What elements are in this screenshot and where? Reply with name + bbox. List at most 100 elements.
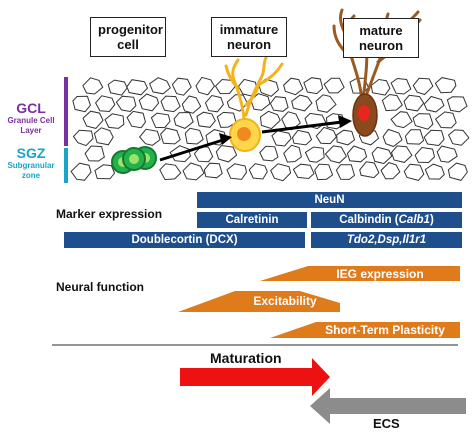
granule-cell — [335, 164, 356, 180]
granule-cell — [412, 77, 434, 96]
granule-cell — [159, 163, 182, 181]
granule-cell — [82, 110, 104, 129]
excitability-shape-main — [178, 291, 340, 312]
granule-cell — [72, 129, 94, 147]
maturation-arrow — [180, 358, 330, 396]
granule-cell — [336, 129, 356, 146]
granule-cell — [271, 130, 292, 147]
granule-cell — [424, 163, 445, 180]
genes-bar: Tdo2,Dsp,Il1r1 — [311, 232, 462, 248]
granule-cell — [148, 77, 171, 95]
granule-cell — [173, 111, 194, 129]
granule-cell — [403, 163, 425, 181]
granule-cell — [259, 145, 279, 162]
granule-cell — [94, 95, 116, 113]
granule-cell — [380, 162, 401, 180]
granule-cell — [237, 78, 258, 97]
transition-arrows — [159, 115, 352, 162]
sgz-full-1: Subgranular — [7, 161, 55, 170]
granule-cell — [126, 79, 149, 96]
stp-shape — [270, 322, 460, 338]
ieg-expression-shape — [260, 266, 460, 281]
granule-cell — [414, 146, 436, 164]
granule-cell — [84, 145, 105, 162]
granule-cell — [160, 95, 181, 113]
granule-cell — [446, 96, 468, 113]
granule-cell — [315, 94, 337, 113]
granule-cell — [138, 128, 161, 146]
granule-cell — [390, 145, 413, 163]
granule-cell — [412, 113, 434, 130]
granule-cell — [259, 110, 281, 130]
ieg-expression-label: IEG expression — [336, 267, 424, 281]
granule-cell — [226, 163, 248, 180]
gcl-bar — [64, 77, 68, 146]
granule-cell — [115, 95, 137, 113]
granule-cell — [82, 77, 104, 95]
immature-neuron — [229, 118, 261, 152]
granule-cell — [359, 161, 380, 179]
calbindin-suffix: ) — [429, 214, 434, 226]
granule-cell — [215, 144, 238, 163]
sgz-bar — [64, 148, 68, 183]
granule-cell — [291, 129, 313, 146]
mature-label: mature neuron — [358, 23, 404, 53]
granule-cell — [182, 162, 205, 181]
granule-cell — [138, 93, 160, 112]
granule-cell — [292, 163, 315, 180]
excitability-label: Excitability — [253, 294, 317, 308]
granule-cell — [447, 162, 468, 181]
granule-cell — [291, 94, 313, 112]
progenitor-label: progenitor cell — [98, 22, 163, 52]
granule-cell — [370, 78, 391, 96]
granule-cell — [269, 96, 289, 112]
calbindin-prefix: Calbindin ( — [339, 214, 399, 226]
granule-cell — [104, 113, 125, 129]
granule-cell — [382, 128, 403, 148]
granule-cell — [193, 145, 214, 163]
granule-cell — [304, 146, 325, 163]
maturation-label: Maturation — [210, 350, 282, 366]
granule-cell — [314, 163, 334, 181]
granule-cell — [171, 77, 192, 96]
granule-cell — [226, 94, 248, 112]
sgz-full-2: zone — [21, 171, 41, 180]
granule-cell — [93, 127, 114, 146]
stp-label: Short-Term Plasticity — [325, 323, 445, 337]
granule-cell — [248, 163, 268, 180]
granule-cell — [323, 77, 345, 94]
marker-expression-label: Marker expression — [56, 207, 163, 221]
ecs-label: ECS — [373, 416, 400, 431]
granule-cell — [423, 129, 445, 147]
granule-cell — [216, 111, 237, 128]
granule-cell — [184, 127, 204, 145]
granule-cell — [126, 110, 147, 129]
genes-label: Tdo2,Dsp,Il1r1 — [346, 234, 427, 246]
gcl-full-2: Layer — [20, 126, 42, 135]
granule-cell — [346, 145, 368, 163]
granule-cell — [107, 79, 128, 96]
granule-cell — [404, 129, 425, 145]
calbindin-gene: Calb1 — [398, 214, 430, 226]
granule-cell — [324, 145, 348, 164]
granule-cell — [371, 146, 393, 165]
immature-neuron-box: immature neuron — [211, 17, 287, 57]
granule-cell — [181, 95, 202, 114]
granule-cell — [434, 111, 457, 129]
granule-cell — [283, 77, 304, 96]
granule-cell — [150, 112, 171, 129]
progenitor-cell-box: progenitor cell — [90, 17, 166, 57]
ecs-arrow — [310, 388, 466, 424]
granule-cell-layer — [70, 76, 470, 182]
neural-function-label: Neural function — [56, 280, 145, 294]
gcl-full-1: Granule Cell — [7, 116, 55, 125]
granule-cell — [270, 163, 292, 182]
progenitor-cells — [111, 146, 157, 174]
immature-label: immature neuron — [219, 22, 279, 52]
granule-cell — [381, 93, 403, 112]
granule-cell — [390, 111, 413, 129]
granule-cell — [160, 127, 181, 145]
neun-bar: NeuN — [197, 192, 462, 208]
calbindin-bar: Calbindin (Calb1) — [311, 212, 462, 228]
granule-cell — [390, 77, 412, 95]
